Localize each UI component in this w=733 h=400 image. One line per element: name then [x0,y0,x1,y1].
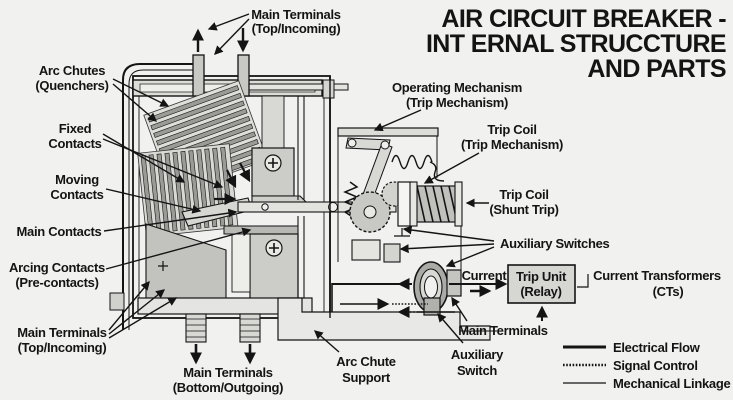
legend-label-signal-control: Signal Control [613,358,698,373]
bottom-flow-arrows [190,344,256,365]
label-fixed-contacts-line2: Contacts [48,136,101,151]
legend-label-mechanical-linkage: Mechanical Linkage [613,376,730,391]
current-transformer [413,261,462,316]
mechanism-top-plate [337,127,439,137]
label-current-transformers-line2: (CTs) [653,284,684,299]
label-trip-coil-mechanism-line2: (Trip Mechanism) [461,137,563,152]
label-current-transformers-line1: Current Transformers [593,268,721,283]
bottom-base [137,297,497,343]
outgoing-stud-right [239,313,261,343]
label-operating-mechanism-line1: Operating Mechanism [392,80,522,95]
aux-switch-block-a [351,239,381,261]
operating-mechanism [329,76,463,318]
page-title: AIR CIRCUIT BREAKER - INT ERNAL STRUCCTU… [426,5,727,83]
label-arc-chute-support-line2: Support [342,370,391,385]
label-moving-contacts-line1: Moving [55,172,99,187]
part-labels: Main Terminals (Top/Incoming) Arc Chutes… [9,7,721,395]
label-auxiliary-switch-line1: Auxiliary [451,347,504,362]
trip-unit-label-line1: Trip Unit [516,269,567,284]
label-main-terminals-left-line2: (Top/Incoming) [18,340,107,355]
label-main-terminals-left-line1: Main Terminals [17,325,107,340]
wiring [331,274,589,321]
outgoing-stud-left [185,313,207,343]
terminal-post-left [192,54,205,97]
trip-unit-label-line2: (Relay) [520,284,561,299]
side-spacer-block [261,95,285,149]
leader-arrows [102,13,495,353]
label-auxiliary-switch-line2: Switch [457,363,497,378]
label-arc-chute-support-line1: Arc Chute [336,354,395,369]
right-base-plate [277,297,491,341]
legend: Electrical Flow Signal Control Mechanica… [563,340,731,391]
arcing-contact-carrier [145,223,227,299]
label-operating-mechanism-line2: (Trip Mechanism) [406,95,508,110]
label-main-terminals-bottom-line1: Main Terminals [183,365,273,380]
shunt-trip-coil [409,181,463,227]
title-line2: INT ERNAL STRUCCTURE [426,30,726,58]
closing-spring [343,181,359,219]
label-arcing-contacts-line1: Arcing Contacts [9,260,105,275]
label-auxiliary-switches: Auxiliary Switches [500,236,610,251]
label-main-terminals-bottom-line2: (Bottom/Outgoing) [173,380,283,395]
aux-switch-device [423,297,441,316]
label-trip-coil-shunt-line1: Trip Coil [499,187,548,202]
trip-armature [397,181,412,227]
label-current: Current [462,268,508,283]
centre-divider [297,96,305,298]
title-line3: AND PARTS [587,55,726,83]
trip-spring [391,154,433,170]
label-arc-chutes-line2: (Quenchers) [35,78,108,93]
label-moving-contacts-line2: Contacts [50,187,103,202]
aux-switch-block-b [383,243,401,263]
label-main-terminals-top-line1: Main Terminals [251,7,341,22]
label-trip-coil-mechanism-line1: Trip Coil [487,122,536,137]
legend-label-electrical-flow: Electrical Flow [613,340,701,355]
label-trip-coil-shunt-line2: (Shunt Trip) [489,202,558,217]
label-arc-chutes-line1: Arc Chutes [39,63,105,78]
arc-flow-arrows [214,162,251,205]
label-main-terminals-top-line2: (Top/Incoming) [252,21,341,36]
top-flow-arrows [192,28,249,53]
label-main-contacts: Main Contacts [17,224,102,239]
label-main-terminals-ct: Main Terminals [458,323,548,338]
trip-unit-box: Trip Unit (Relay) [507,264,576,304]
title-line1: AIR CIRCUIT BREAKER - [441,5,726,33]
label-arcing-contacts-line2: (Pre-contacts) [15,275,98,290]
label-fixed-contacts-line1: Fixed [59,121,92,136]
